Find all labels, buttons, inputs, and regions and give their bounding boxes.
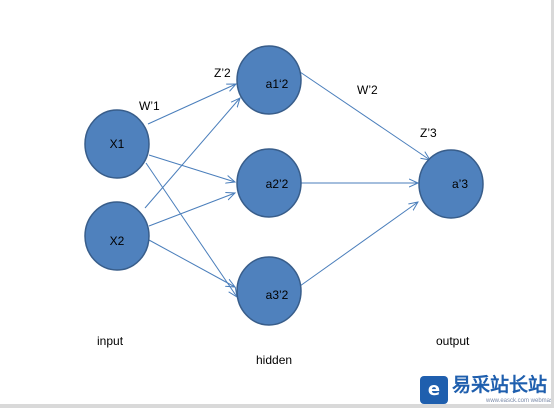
node-a3-label: a3’2 [265,288,289,302]
sum-z3-label: Z’3 [420,126,437,140]
edge-x2-a1 [144,98,240,209]
frame-bottom-border [0,404,554,408]
node-a2 [236,148,302,218]
node-output-label: a’3 [451,177,469,191]
e-logo-icon: e [420,376,448,404]
watermark: e 易采站长站 www.easck.com webmaster [418,374,554,408]
watermark-subtitle: www.easck.com webmaster [486,398,554,404]
node-x1-label: X1 [109,137,125,151]
edge-a3-out [299,202,418,287]
node-output [418,149,484,219]
layer-hidden-label: hidden [256,353,293,367]
watermark-title: 易采站长站 [452,374,548,396]
sum-z2-label: Z’2 [214,66,231,80]
node-a1-label: a1‘2 [265,77,289,91]
edge-x2-a3 [148,239,235,287]
node-x2-label: X2 [109,234,125,248]
node-a3 [236,256,302,326]
weight-w1-label: W’1 [139,99,160,113]
node-x1 [84,109,150,179]
edge-x1-a3 [145,162,237,297]
edge-x2-a2 [148,193,235,227]
node-x2 [84,201,150,271]
node-a1 [236,45,302,115]
edge-x1-a1 [147,84,236,125]
layer-input-label: input [97,334,124,348]
weight-w2-label: W’2 [357,83,378,97]
frame-right-border [551,0,554,408]
node-a2-label: a2’2 [265,177,289,191]
edge-x1-a2 [148,154,235,182]
layer-output-label: output [436,334,470,348]
edge-a1-out [299,71,430,160]
